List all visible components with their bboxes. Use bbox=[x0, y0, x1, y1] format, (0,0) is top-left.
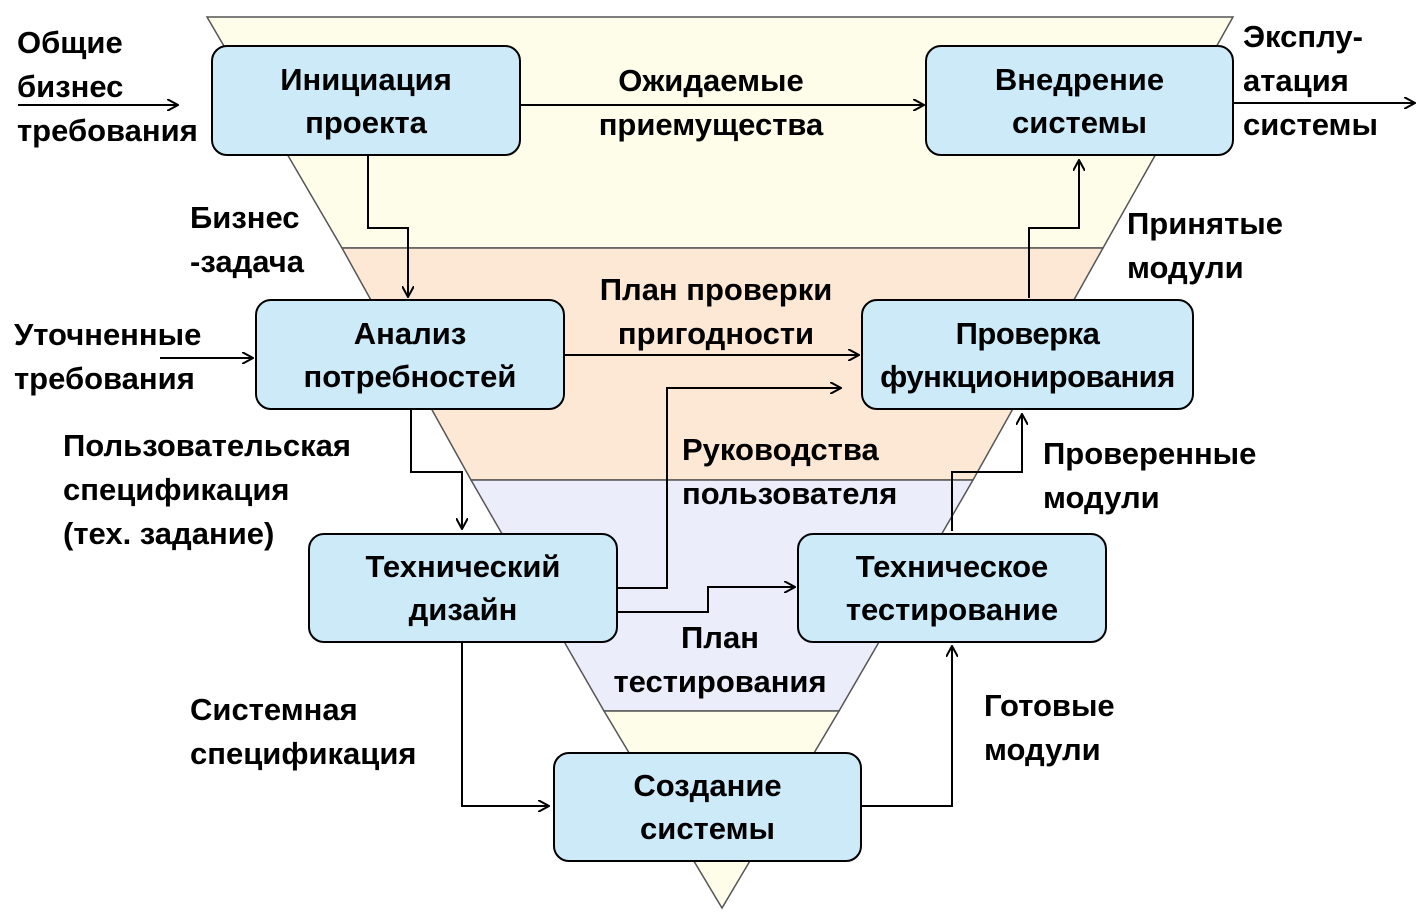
label-verified-modules: Проверенные модули bbox=[1043, 432, 1256, 520]
arrow-system-spec bbox=[461, 642, 549, 806]
label-verified-modules-line-2: модули bbox=[1043, 480, 1160, 515]
label-user-spec: Пользовательская спецификация (тех. зада… bbox=[63, 424, 351, 556]
node-technical-testing-line-1: Техническое bbox=[855, 549, 1049, 584]
node-system-build-line-1: Создание bbox=[633, 768, 782, 803]
label-business-task-line-2: -задача bbox=[190, 244, 304, 279]
node-system-build-line-2: системы bbox=[640, 811, 775, 846]
label-user-guides-line-1: Руководства bbox=[682, 432, 879, 467]
label-refined-requirements-line-1: Уточненные bbox=[14, 317, 202, 352]
node-system-deployment-line-2: системы bbox=[1012, 104, 1147, 140]
label-accepted-modules: Принятые модули bbox=[1127, 202, 1283, 290]
label-general-requirements-line-3: требования bbox=[17, 113, 198, 148]
label-system-spec: Системная спецификация bbox=[190, 688, 416, 776]
label-refined-requirements: Уточненные требования bbox=[14, 313, 201, 401]
node-technical-testing: Техническое тестирование bbox=[797, 533, 1107, 643]
label-acceptance-plan-line-2: пригодности bbox=[617, 316, 815, 351]
node-system-build: Создание системы bbox=[553, 752, 862, 862]
label-expected-benefits-line-2: приемущества bbox=[598, 107, 824, 142]
label-general-requirements-line-2: бизнес bbox=[17, 69, 124, 104]
label-ready-modules: Готовые модули bbox=[984, 684, 1115, 772]
label-user-spec-line-2: спецификация bbox=[63, 472, 290, 507]
label-accepted-modules-line-2: модули bbox=[1127, 250, 1244, 285]
node-technical-design-line-2: дизайн bbox=[408, 592, 518, 627]
label-user-guides-line-2: пользователя bbox=[682, 476, 898, 511]
label-ready-modules-line-2: модули bbox=[984, 732, 1101, 767]
node-technical-design-line-1: Технический bbox=[365, 549, 561, 584]
label-general-requirements: Общие бизнес требования bbox=[17, 21, 198, 153]
label-business-task: Бизнес -задача bbox=[190, 196, 304, 284]
arrow-verified-modules bbox=[951, 414, 1022, 531]
arrow-ready-modules bbox=[862, 646, 952, 807]
label-user-guides: Руководства пользователя bbox=[682, 428, 897, 516]
label-refined-requirements-line-2: требования bbox=[14, 361, 195, 396]
node-needs-analysis-line-2: потребностей bbox=[303, 358, 517, 394]
node-system-deployment: Внедрение системы bbox=[925, 45, 1234, 156]
label-accepted-modules-line-1: Принятые bbox=[1127, 206, 1283, 241]
node-needs-analysis: Анализ потребностей bbox=[255, 299, 565, 410]
arrow-business-task bbox=[367, 156, 408, 297]
node-project-initiation-line-1: Инициация bbox=[280, 61, 452, 97]
label-operation-line-1: Эксплу- bbox=[1243, 19, 1363, 54]
node-functional-check-line-1: Проверка bbox=[955, 315, 1100, 351]
node-project-initiation-line-2: проекта bbox=[305, 104, 427, 140]
node-technical-design: Технический дизайн bbox=[308, 533, 618, 643]
label-ready-modules-line-1: Готовые bbox=[984, 688, 1115, 723]
label-system-spec-line-1: Системная bbox=[190, 692, 358, 727]
arrow-user-guides bbox=[618, 388, 841, 589]
label-business-task-line-1: Бизнес bbox=[190, 200, 300, 235]
arrow-accepted-modules bbox=[1028, 160, 1079, 298]
label-test-plan-line-2: тестирования bbox=[613, 664, 827, 699]
node-functional-check: Проверка функционирования bbox=[861, 299, 1194, 410]
arrow-user-spec bbox=[410, 410, 462, 529]
label-system-spec-line-2: спецификация bbox=[190, 736, 417, 771]
label-verified-modules-line-1: Проверенные bbox=[1043, 436, 1257, 471]
label-user-spec-line-1: Пользовательская bbox=[63, 428, 351, 463]
label-general-requirements-line-1: Общие bbox=[17, 25, 123, 60]
label-test-plan-line-1: План bbox=[681, 620, 759, 655]
node-project-initiation: Инициация проекта bbox=[211, 45, 521, 156]
arrow-test-plan bbox=[618, 587, 795, 613]
label-acceptance-plan-line-1: План проверки bbox=[599, 272, 833, 307]
label-test-plan: План тестирования bbox=[586, 616, 854, 704]
label-operation-line-2: атация bbox=[1243, 63, 1349, 98]
label-acceptance-plan: План проверки пригодности bbox=[575, 268, 857, 356]
label-operation: Эксплу- атация системы bbox=[1243, 15, 1378, 147]
node-needs-analysis-line-1: Анализ bbox=[353, 315, 467, 351]
node-functional-check-line-2: функционирования bbox=[880, 358, 1175, 394]
node-technical-testing-line-2: тестирование bbox=[845, 592, 1059, 627]
label-expected-benefits-line-1: Ожидаемые bbox=[618, 63, 804, 98]
node-system-deployment-line-1: Внедрение bbox=[994, 61, 1165, 97]
label-expected-benefits: Ожидаемые приемущества bbox=[568, 59, 854, 147]
label-user-spec-line-3: (тех. задание) bbox=[63, 516, 275, 551]
label-operation-line-3: системы bbox=[1243, 107, 1378, 142]
